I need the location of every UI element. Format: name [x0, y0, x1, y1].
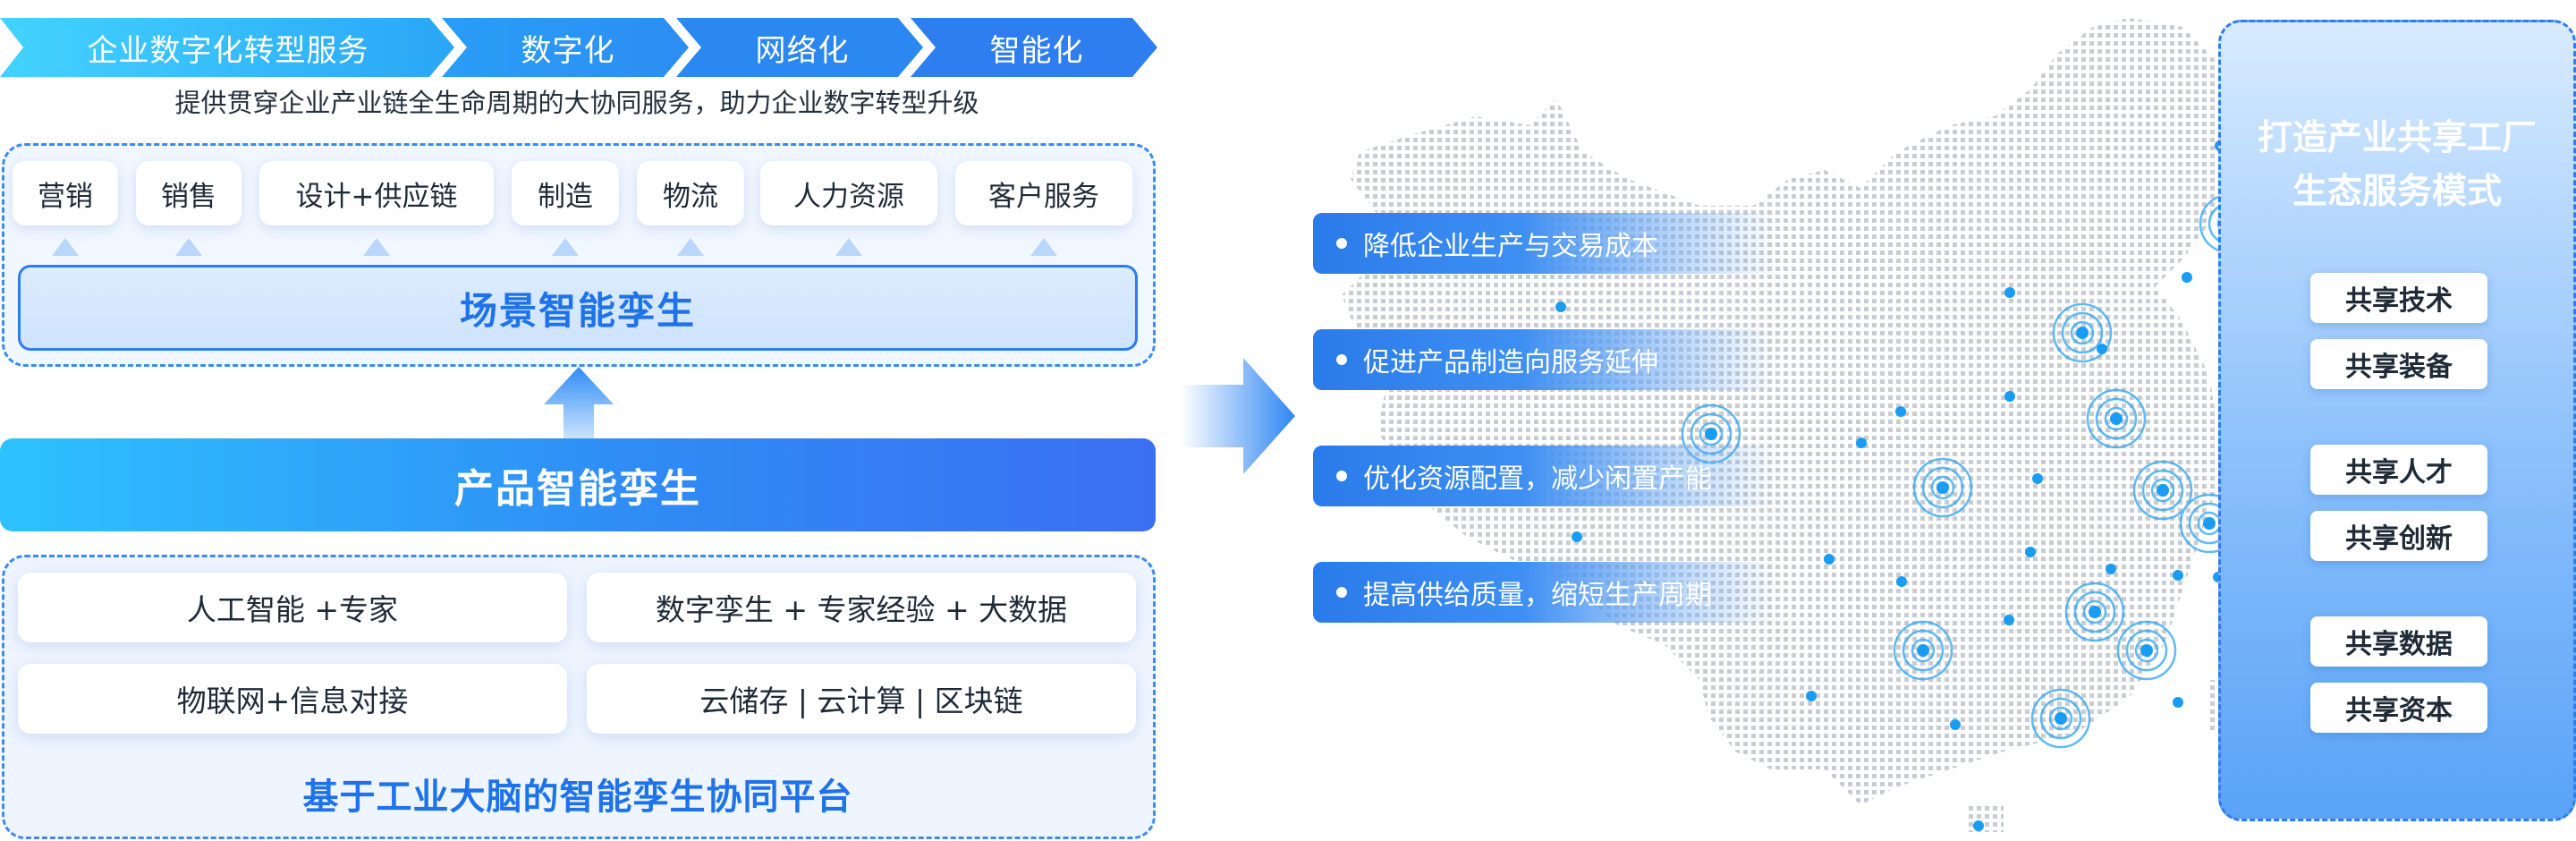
up-arrow-icon — [677, 238, 704, 256]
bullet-dot-icon — [1336, 587, 1347, 598]
china-dot-map — [1342, 18, 2259, 832]
share-innovation: 共享创新 — [2310, 511, 2487, 561]
flow-chevrons — [0, 18, 1157, 77]
share-data: 共享数据 — [2310, 616, 2487, 667]
up-arrow-icon — [835, 238, 862, 256]
scenario-manufacturing: 制造 — [512, 161, 619, 225]
benefit-text: 促进产品制造向服务延伸 — [1363, 347, 1658, 378]
title-line-2: 生态服务模式 — [2292, 172, 2502, 212]
benefit-improve-supply: 提高供给质量，缩短生产周期 — [1313, 562, 1778, 623]
benefit-text: 优化资源配置，减少闲置产能 — [1363, 463, 1712, 495]
platform-card-cloud: 云储存 | 云计算 | 区块链 — [587, 664, 1136, 734]
up-arrow-icon — [1030, 238, 1057, 256]
scenario-sales: 销售 — [136, 161, 242, 225]
product-twin-banner: 产品智能孪生 — [0, 438, 1156, 531]
chevron-4 — [911, 18, 1157, 77]
scenario-design-supply: 设计+供应链 — [259, 161, 494, 225]
platform-title: 基于工业大脑的智能孪生协同平台 — [302, 777, 853, 818]
flow-step-intelligence: 智能化 — [989, 32, 1084, 69]
benefit-text: 提高供给质量，缩短生产周期 — [1363, 580, 1712, 611]
flow-step-networking: 网络化 — [755, 32, 850, 69]
benefit-optimize-resources: 优化资源配置，减少闲置产能 — [1313, 446, 1778, 506]
flow-step-digitization: 数字化 — [521, 32, 615, 69]
up-arrow-icon — [52, 238, 79, 256]
scene-twin-label: 场景智能孪生 — [18, 265, 1138, 351]
share-technology: 共享技术 — [2310, 273, 2487, 323]
bullet-dot-icon — [1336, 354, 1347, 365]
scenario-marketing: 营销 — [13, 161, 118, 225]
platform-card-iot: 物联网+信息对接 — [18, 664, 567, 734]
big-up-arrow-icon — [544, 367, 614, 440]
shared-factory-panel: 打造产业共享工厂 生态服务模式 共享技术 共享装备 共享人才 共享创新 共享数据… — [2218, 20, 2576, 821]
scenario-logistics: 物流 — [637, 161, 744, 225]
share-talent: 共享人才 — [2310, 445, 2487, 495]
bullet-dot-icon — [1336, 471, 1347, 481]
scenario-customer-service: 客户服务 — [955, 161, 1132, 225]
benefit-text: 降低企业生产与交易成本 — [1363, 231, 1658, 262]
chevron-3 — [676, 18, 923, 77]
platform-card-ai-expert: 人工智能 +专家 — [18, 573, 567, 642]
right-arrow-icon — [1181, 358, 1295, 474]
up-arrow-icon — [175, 238, 202, 256]
benefit-service-extension: 促进产品制造向服务延伸 — [1313, 329, 1778, 390]
up-arrow-icon — [552, 238, 579, 256]
share-capital: 共享资本 — [2310, 683, 2487, 733]
flow-step-transformation: 企业数字化转型服务 — [87, 32, 369, 69]
flow-subtitle: 提供贯穿企业产业链全生命周期的大协同服务，助力企业数字转型升级 — [174, 88, 979, 118]
bullet-dot-icon — [1336, 238, 1347, 249]
hainan-island — [1968, 805, 2004, 832]
shared-factory-title: 打造产业共享工厂 生态服务模式 — [2221, 112, 2573, 219]
chevron-1 — [0, 18, 454, 77]
chevron-2 — [442, 18, 689, 77]
platform-card-digital-twin: 数字孪生 + 专家经验 + 大数据 — [587, 573, 1136, 642]
benefit-reduce-cost: 降低企业生产与交易成本 — [1313, 213, 1778, 274]
scenario-hr: 人力资源 — [760, 161, 937, 225]
map-shape — [1342, 18, 2254, 805]
title-line-1: 打造产业共享工厂 — [2257, 118, 2537, 158]
share-equipment: 共享装备 — [2310, 339, 2487, 389]
up-arrow-icon — [363, 238, 390, 256]
